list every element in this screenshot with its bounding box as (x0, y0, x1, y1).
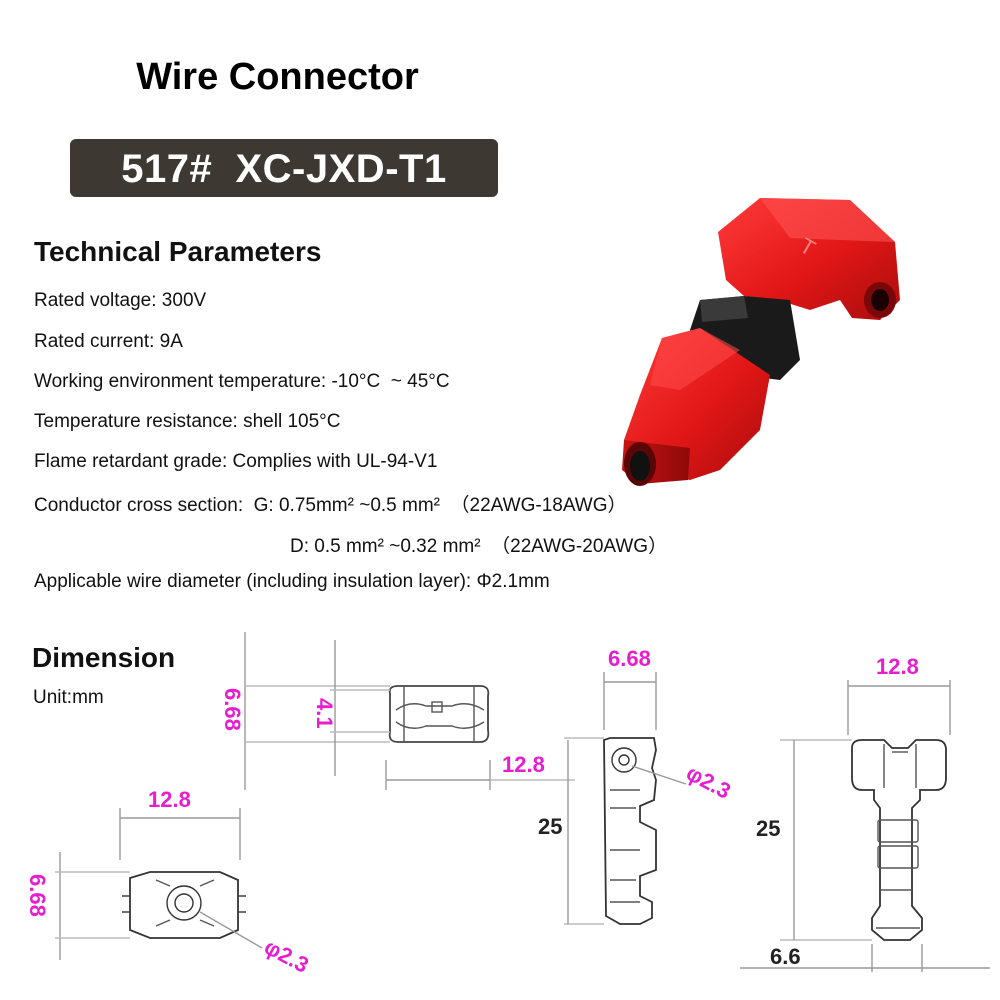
model-number: 517# XC-JXD-T1 (121, 147, 447, 191)
dim-side-inner: 4.1 (312, 698, 337, 729)
dim-top-bottom-width: 6.6 (770, 944, 801, 969)
top-view-drawing (851, 739, 947, 941)
spec-flame-retardant: Flame retardant grade: Complies with UL-… (34, 451, 438, 472)
spec-rated-current: Rated current: 9A (34, 331, 183, 352)
end-view-drawing (603, 737, 657, 925)
spec-conductor-g: Conductor cross section: G: 0.75mm² ~0.5… (34, 495, 627, 516)
dim-top-width: 12.8 (876, 654, 919, 679)
dim-front-height: 6.68 (25, 874, 50, 917)
dim-top-length: 25 (756, 816, 781, 841)
side-view-drawing (388, 685, 490, 743)
page-title: Wire Connector (136, 56, 419, 98)
spec-temperature-resistance: Temperature resistance: shell 105°C (34, 411, 341, 432)
model-badge: 517# XC-JXD-T1 (70, 139, 498, 197)
spec-conductor-d: D: 0.5 mm² ~0.32 mm² （22AWG-20AWG） (290, 536, 668, 557)
spec-working-temperature: Working environment temperature: -10°C ~… (34, 371, 450, 392)
spec-rated-voltage: Rated voltage: 300V (34, 290, 207, 311)
technical-heading: Technical Parameters (34, 236, 322, 267)
dim-front-width: 12.8 (148, 787, 191, 812)
unit-label: Unit:mm (33, 687, 104, 708)
front-view-drawing (122, 871, 246, 939)
dim-end-length: 25 (538, 814, 563, 839)
spec-wire-diameter: Applicable wire diameter (including insu… (34, 571, 550, 592)
dim-end-width: 6.68 (608, 646, 651, 671)
dim-side-height: 6.68 (220, 688, 245, 731)
dim-side-length: 12.8 (502, 752, 545, 777)
dimension-heading: Dimension (32, 642, 176, 673)
